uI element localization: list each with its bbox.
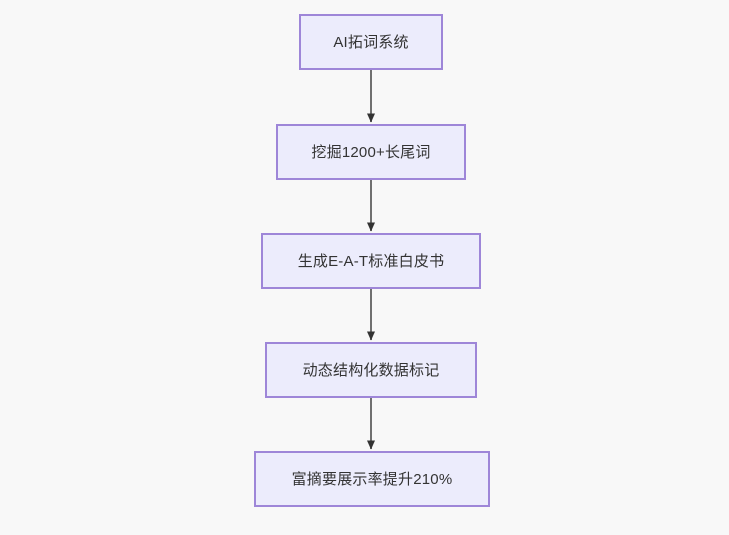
flow-node-label: 生成E-A-T标准白皮书 <box>297 252 445 270</box>
flow-node-mine-longtail-keywords[interactable]: 挖掘1200+长尾词 <box>276 124 466 180</box>
flow-node-label: 动态结构化数据标记 <box>302 361 440 379</box>
flow-node-label: AI拓词系统 <box>333 33 409 51</box>
flow-node-dynamic-structured-data-markup[interactable]: 动态结构化数据标记 <box>265 342 477 398</box>
flow-node-label: 挖掘1200+长尾词 <box>311 143 431 161</box>
flow-node-rich-snippet-rate-increase[interactable]: 富摘要展示率提升210% <box>254 451 490 507</box>
flow-node-ai-keyword-system[interactable]: AI拓词系统 <box>299 14 443 70</box>
flow-node-label: 富摘要展示率提升210% <box>291 470 453 488</box>
flow-node-generate-eat-whitepaper[interactable]: 生成E-A-T标准白皮书 <box>261 233 481 289</box>
